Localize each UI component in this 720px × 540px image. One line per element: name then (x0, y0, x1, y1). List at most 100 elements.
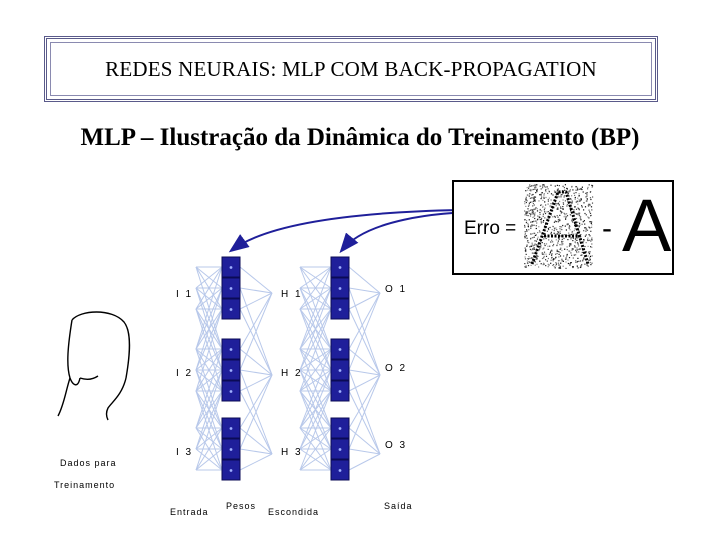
noise-pixel (539, 248, 541, 250)
node-connection-line (239, 348, 273, 376)
input-node-2: I 2 (176, 368, 194, 379)
node-connection-line (348, 266, 381, 294)
noise-pixel (591, 246, 593, 248)
noise-pixel (545, 237, 547, 240)
noise-pixel (527, 205, 530, 207)
noise-pixel (544, 212, 547, 215)
noise-pixel (588, 259, 591, 261)
noise-pixel (524, 219, 526, 221)
noise-pixel (559, 266, 561, 268)
noise-pixel (538, 249, 540, 251)
noise-pixel (568, 245, 571, 247)
noise-pixel (532, 196, 535, 198)
noise-pixel (533, 204, 535, 206)
noise-pixel (560, 235, 562, 237)
noise-pixel (582, 191, 584, 193)
noise-pixel (528, 186, 530, 188)
layer-label-input: Entrada (170, 507, 209, 517)
noise-pixel (537, 215, 539, 217)
noise-pixel (527, 224, 529, 226)
noise-pixel (525, 250, 527, 253)
noise-pixel (539, 211, 541, 214)
noise-pixel (561, 194, 563, 196)
noise-pixel (544, 244, 546, 247)
noise-pixel (558, 267, 560, 269)
noise-pixel (525, 235, 528, 237)
noise-pixel (591, 185, 594, 187)
noise-pixel (559, 267, 562, 269)
noise-pixel (565, 218, 567, 220)
noise-pixel (578, 251, 580, 253)
noise-pixel (536, 263, 538, 265)
layer-label-weights: Pesos (226, 501, 257, 511)
weight-connection-line (299, 348, 332, 392)
noise-pixel (544, 207, 546, 209)
noise-pixel (524, 210, 526, 212)
noise-pixel (570, 198, 572, 200)
noise-pixel (527, 208, 529, 210)
noise-pixel (533, 252, 535, 254)
noise-pixel (529, 197, 531, 199)
noise-pixel (532, 257, 534, 259)
noise-pixel (541, 210, 543, 212)
noise-pixel (576, 249, 578, 251)
noise-pixel (528, 204, 530, 206)
noise-pixel (542, 248, 544, 250)
noise-pixel (547, 257, 549, 260)
noise-pixel (538, 226, 540, 228)
noise-pixel (531, 242, 533, 244)
weight-block-dot (229, 448, 233, 451)
noise-pixel (536, 208, 538, 210)
weight-block-dot (338, 348, 342, 351)
noise-pixel (545, 243, 548, 245)
weight-block-dot (229, 308, 233, 311)
noise-pixel (530, 238, 532, 240)
noise-pixel (563, 237, 565, 240)
noise-pixel (570, 234, 572, 236)
noise-pixel (559, 200, 561, 203)
noise-pixel (532, 210, 534, 212)
noise-pixel (576, 237, 578, 239)
noise-pixel (574, 212, 576, 214)
noise-pixel (568, 250, 570, 252)
weight-block-dot (229, 427, 233, 430)
noise-pixel (534, 200, 536, 202)
noise-pixel (558, 256, 560, 258)
noise-pixel (582, 259, 584, 261)
noise-pixel (529, 257, 531, 259)
noise-pixel (591, 224, 593, 226)
noise-pixel (559, 248, 561, 250)
node-connection-line (348, 448, 381, 455)
noise-pixel (580, 216, 582, 218)
noise-pixel (588, 226, 590, 228)
noise-pixel (571, 232, 573, 234)
noise-pixel (528, 210, 530, 212)
noise-pixel (547, 248, 549, 250)
title-frame: REDES NEURAIS: MLP COM BACK-PROPAGATION (44, 36, 658, 102)
noise-pixel (541, 217, 543, 219)
noise-pixel (569, 250, 571, 252)
noise-pixel (592, 196, 594, 198)
noise-pixel (548, 239, 550, 241)
noise-pixel (540, 221, 542, 223)
noise-pixel (554, 191, 556, 193)
noise-pixel (549, 206, 551, 208)
noise-pixel (524, 237, 526, 239)
noise-pixel (577, 243, 579, 246)
noise-pixel (533, 244, 535, 246)
weight-block-dot (338, 427, 342, 430)
noise-pixel (569, 264, 571, 266)
noise-pixel (570, 238, 572, 240)
noise-pixel (569, 207, 571, 209)
noise-pixel (587, 186, 589, 188)
noise-pixel (540, 222, 542, 224)
noise-pixel (576, 233, 578, 235)
noise-pixel (586, 195, 588, 197)
noise-pixel (557, 237, 560, 239)
noise-pixel (557, 240, 559, 242)
noise-pixel (543, 196, 545, 198)
noise-pixel (567, 234, 569, 237)
noise-pixel (571, 231, 573, 233)
noise-pixel (576, 261, 578, 263)
noise-pixel (574, 224, 576, 226)
